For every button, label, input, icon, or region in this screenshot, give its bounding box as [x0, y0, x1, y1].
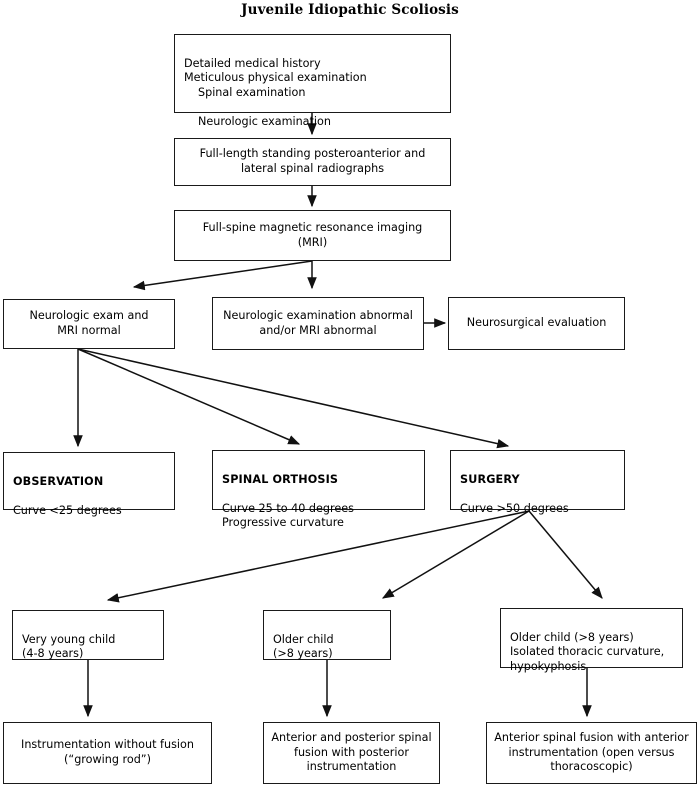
node-growing-rod[interactable]: Instrumentation without fusion (“growing…	[3, 722, 212, 784]
workup-line-2: Meticulous physical examination	[184, 71, 367, 85]
node-exam-normal[interactable]: Neurologic exam and MRI normal	[3, 299, 175, 349]
edge-normal-surgery	[77, 348, 510, 449]
page-title: Juvenile Idiopathic Scoliosis	[241, 2, 459, 18]
node-exam-abnormal[interactable]: Neurologic examination abnormal and/or M…	[212, 297, 424, 350]
radiographs-text: Full-length standing posteroanterior and…	[199, 147, 426, 175]
node-workup[interactable]: Detailed medical history Meticulous phys…	[174, 34, 451, 128]
exam-abnormal-text: Neurologic examination abnormal and/or M…	[223, 308, 413, 337]
node-older-child-thoracic[interactable]: Older child (>8 years) Isolated thoracic…	[500, 608, 683, 673]
node-observation[interactable]: OBSERVATION Curve <25 degrees	[3, 452, 175, 517]
workup-line-4: Neurologic examination	[198, 114, 331, 128]
edge-normal-orthosis	[77, 348, 301, 445]
neurosurgical-text: Neurosurgical evaluation	[466, 316, 607, 330]
mri-text: Full-spine magnetic resonance imaging (M…	[202, 220, 423, 249]
surgery-detail: Curve >50 degrees	[460, 501, 569, 515]
older-child-text: Older child (>8 years)	[273, 632, 334, 661]
node-very-young-child[interactable]: Very young child (4-8 years)	[12, 610, 164, 660]
older-child-thoracic-text: Older child (>8 years) Isolated thoracic…	[510, 630, 665, 673]
node-ap-fusion[interactable]: Anterior and posterior spinal fusion wit…	[263, 722, 440, 784]
node-neurosurgical-evaluation[interactable]: Neurosurgical evaluation	[448, 297, 625, 350]
edge-mri-exam-normal	[132, 260, 313, 291]
exam-normal-text: Neurologic exam and MRI normal	[29, 309, 149, 337]
ap-fusion-text: Anterior and posterior spinal fusion wit…	[271, 731, 432, 774]
surgery-header: SURGERY	[460, 472, 520, 486]
node-spinal-orthosis[interactable]: SPINAL ORTHOSIS Curve 25 to 40 degrees P…	[212, 450, 425, 529]
anterior-fusion-text: Anterior spinal fusion with anterior ins…	[494, 731, 689, 774]
node-older-child[interactable]: Older child (>8 years)	[263, 610, 391, 660]
workup-line-3: Spinal examination	[198, 85, 306, 99]
node-surgery[interactable]: SURGERY Curve >50 degrees	[450, 450, 625, 515]
orthosis-detail: Curve 25 to 40 degrees Progressive curva…	[222, 501, 354, 530]
node-radiographs[interactable]: Full-length standing posteroanterior and…	[174, 138, 451, 186]
very-young-child-text: Very young child (4-8 years)	[22, 632, 116, 661]
orthosis-header: SPINAL ORTHOSIS	[222, 472, 339, 486]
workup-line-1: Detailed medical history	[184, 56, 321, 70]
observation-detail: Curve <25 degrees	[13, 503, 122, 517]
observation-header: OBSERVATION	[13, 474, 104, 488]
growing-rod-text: Instrumentation without fusion (“growing…	[21, 738, 194, 766]
node-anterior-fusion[interactable]: Anterior spinal fusion with anterior ins…	[486, 722, 697, 784]
node-mri[interactable]: Full-spine magnetic resonance imaging (M…	[174, 210, 451, 261]
